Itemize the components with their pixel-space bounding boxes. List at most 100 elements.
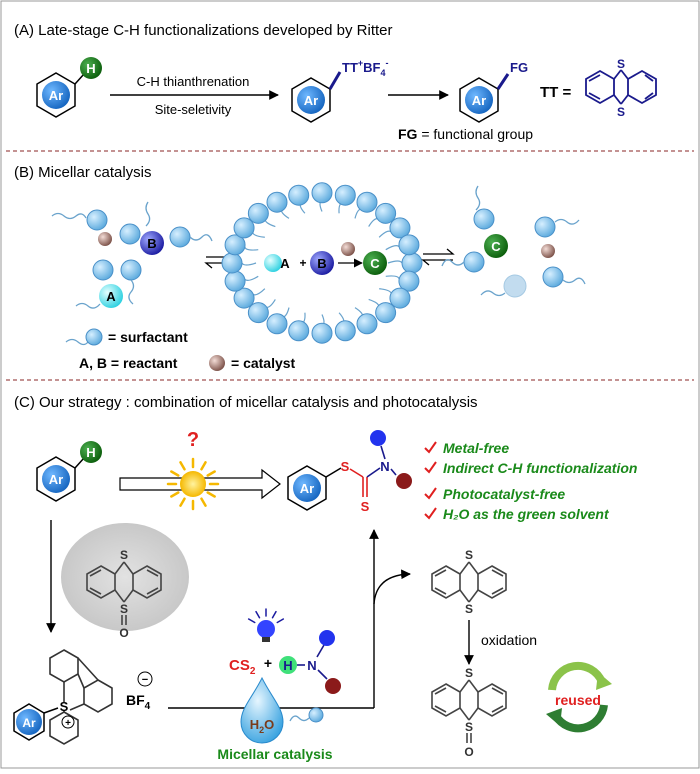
c-n-bond <box>366 467 381 478</box>
check-icon <box>424 441 437 454</box>
product-c <box>484 234 508 258</box>
sun-ray <box>179 461 186 471</box>
right-cluster: C <box>441 185 586 298</box>
tt-bond <box>328 71 342 90</box>
surfactant <box>398 270 420 292</box>
oxidation-label: oxidation <box>481 632 537 648</box>
feature-item: Photocatalyst-free <box>443 486 565 502</box>
sulfur-bottom: S <box>617 105 625 119</box>
sun-ray <box>179 497 186 507</box>
sulfur-label: S <box>341 459 350 474</box>
legend-catalyst-icon <box>209 355 225 371</box>
product-c-label: C <box>370 256 380 271</box>
recycle-arc <box>548 661 606 691</box>
micellar-catalysis-label: Micellar catalysis <box>217 746 332 762</box>
surfactant-tail <box>385 245 400 251</box>
surfactant <box>503 274 527 298</box>
amine-h-label: H <box>283 658 292 673</box>
surfactant-tail <box>368 298 380 308</box>
reactant-b-label: B <box>147 236 156 251</box>
amine-substituent-red <box>325 678 341 694</box>
equilibrium-arrow-right <box>421 248 455 266</box>
feature-item: Metal-free <box>443 440 509 456</box>
h-bubble <box>80 441 102 463</box>
ch-bond <box>74 457 85 469</box>
surfactant <box>542 266 564 288</box>
left-cluster: B A <box>51 201 213 309</box>
catalyst <box>98 232 112 246</box>
surfactant <box>266 313 288 335</box>
light-rays <box>247 608 285 624</box>
surfactant-tail <box>289 715 310 722</box>
legend-catalyst: = catalyst <box>231 355 296 371</box>
reagent-highlight <box>61 523 189 631</box>
feature-item: Indirect C-H functionalization <box>443 460 637 476</box>
amine-substituent-blue <box>370 430 386 446</box>
sun-icon <box>180 471 206 497</box>
bf4-subscript: 4 <box>145 701 151 712</box>
legend-surfactant-tail <box>65 338 89 346</box>
check-icon <box>424 507 437 520</box>
bf4-counterion: BF4 <box>126 692 151 712</box>
surfactant-tail <box>145 201 151 227</box>
water-drop-icon <box>240 676 284 744</box>
thianthrene-oxide-reagent <box>86 561 162 625</box>
surfactant-tail <box>189 234 213 242</box>
legend-surfactant-icon <box>85 328 103 346</box>
h-bubble <box>80 57 102 79</box>
catalyst-in-micelle <box>341 242 355 256</box>
surfactant <box>311 322 333 344</box>
step1-bottom-label: Site-seletivity <box>155 102 232 117</box>
surfactant <box>86 209 108 231</box>
light-ray <box>255 610 261 619</box>
surfactant <box>473 208 495 230</box>
surfactant-tail <box>387 260 403 264</box>
surfactant <box>120 259 142 281</box>
amine-n-label: N <box>307 658 316 673</box>
surfactant-tail <box>264 218 276 228</box>
oxygen-label: O <box>464 745 473 759</box>
surfactant <box>375 202 397 224</box>
reactant-b <box>140 231 164 255</box>
arrow-byproduct <box>373 569 411 605</box>
sulfur-top: S <box>617 57 625 71</box>
surfactant-tail <box>244 246 259 251</box>
reactant-a <box>99 284 123 308</box>
c-s-bond <box>325 467 342 478</box>
tt-reagent-label: TT+BF4- <box>342 58 389 78</box>
surfactant-tail <box>252 288 266 296</box>
n-red-bond <box>390 468 397 476</box>
h-label: H <box>86 445 95 460</box>
reused-label: reused <box>555 692 601 708</box>
ar-label: Ar <box>472 93 486 108</box>
sun-ray <box>206 491 216 498</box>
n-blue-bond <box>316 644 325 658</box>
recycle-arrowhead <box>596 672 612 690</box>
sun-ray <box>206 470 216 477</box>
ar-bubble <box>42 81 70 109</box>
micelle <box>221 182 423 344</box>
recycle-arc <box>552 704 608 733</box>
s-c-bond <box>349 468 364 478</box>
surfactant <box>266 191 288 213</box>
surfactant <box>233 287 255 309</box>
surfactant <box>169 226 191 248</box>
fg-label: FG <box>510 60 528 75</box>
light-bulb-icon <box>257 620 275 638</box>
thianthrene-byproduct <box>431 561 507 603</box>
sulfur-bottom: S <box>465 602 473 616</box>
sun-ray <box>170 491 180 498</box>
surfactant-tail <box>480 290 506 297</box>
h2o-h: H <box>250 717 259 732</box>
surfactant <box>389 287 411 309</box>
amine-substituent-blue <box>319 630 335 646</box>
step1-top-label: C-H thianthrenation <box>137 74 250 89</box>
product-c-label: C <box>491 239 501 254</box>
surfactant-tail <box>252 231 265 238</box>
ar-label: Ar <box>49 88 63 103</box>
question-mark: ? <box>187 429 199 451</box>
surfactant-tail <box>241 262 257 266</box>
surfactant <box>119 223 141 245</box>
tt-equals-label: TT = <box>540 84 571 101</box>
